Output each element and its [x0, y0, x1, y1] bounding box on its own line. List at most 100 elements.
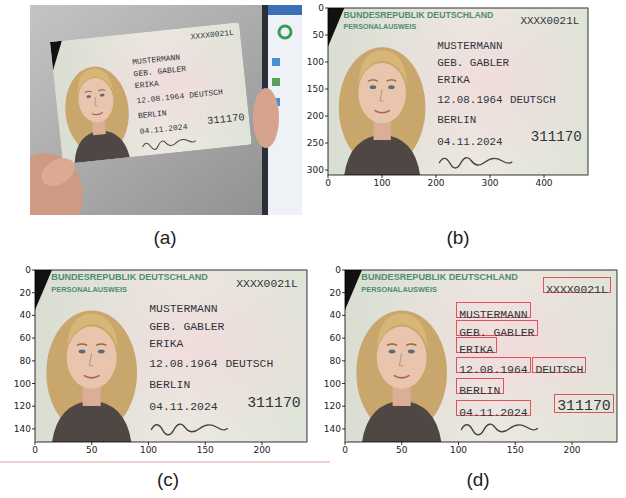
- card-field-text: DEUTSCH: [189, 88, 223, 99]
- tick-label: 100: [450, 446, 467, 455]
- tick-label: 120: [14, 402, 31, 411]
- card-header-text: BUNDESREPUBLIK DEUTSCHLAND: [51, 273, 208, 282]
- card-field-text: MUSTERMANN: [437, 41, 502, 52]
- label-anchor: 04.11.2024: [437, 137, 502, 148]
- tick-label: 100: [307, 58, 324, 67]
- card-field-text: 311170: [207, 112, 245, 126]
- card-field-text: ERIKA: [459, 345, 493, 356]
- card-field-text: XXXX0021L: [236, 279, 298, 290]
- label-anchor: 50: [86, 446, 97, 455]
- label-anchor: 60: [20, 334, 31, 343]
- tick-label: 200: [307, 112, 324, 121]
- label-anchor: 40: [20, 311, 31, 320]
- tick-label: 150: [307, 85, 324, 94]
- card-field-text: BERLIN: [138, 109, 167, 120]
- panel-label: (d): [466, 470, 489, 489]
- label-anchor: 400: [535, 179, 552, 188]
- card-field-text: 04.11.2024: [437, 137, 502, 148]
- tick-label: 200: [563, 446, 580, 455]
- card-header-text: BUNDESREPUBLIK DEUTSCHLAND: [344, 11, 494, 20]
- panel-label: (b): [446, 228, 469, 247]
- tick-label: 20: [20, 288, 31, 297]
- card-field-text: XXXX0021L: [546, 285, 608, 296]
- label-anchor: 120: [324, 402, 341, 411]
- card-field-text: ERIKA: [135, 80, 160, 90]
- label-anchor: XXXX0021L: [520, 16, 579, 27]
- label-anchor: BUNDESREPUBLIK DEUTSCHLAND: [361, 273, 518, 282]
- label-anchor: 300: [307, 166, 324, 175]
- label-anchor: 12.08.1964: [136, 92, 185, 105]
- label-anchor: 12.08.1964: [437, 95, 502, 106]
- label-anchor: 150: [197, 446, 214, 455]
- detected-text-box: BERLIN: [456, 378, 504, 394]
- label-anchor: 250: [307, 139, 324, 148]
- tick-label: 300: [307, 166, 324, 175]
- tick-label: 80: [330, 356, 341, 365]
- card-field-text: BERLIN: [459, 386, 500, 397]
- label-anchor: 120: [14, 402, 31, 411]
- tick-label: 20: [330, 288, 341, 297]
- card-field-text: 12.08.1964: [136, 92, 185, 105]
- label-anchor: 200: [253, 446, 270, 455]
- tick-label: 100: [324, 379, 341, 388]
- label-anchor: 40: [330, 311, 341, 320]
- label-anchor: 100: [450, 446, 467, 455]
- tick-label: 50: [313, 31, 324, 40]
- label-anchor: XXXX0021L: [236, 279, 298, 290]
- label-anchor: 100: [14, 379, 31, 388]
- card-field-text: 311170: [247, 396, 301, 411]
- card-text-layer: BUNDESREPUBLIK DEUTSCHLANDPERSONALAUSWEI…: [345, 270, 617, 442]
- label-anchor: 100: [140, 446, 157, 455]
- label-anchor: 200: [427, 179, 444, 188]
- card-field-text: 04.11.2024: [459, 408, 527, 419]
- label-anchor: 311170: [247, 396, 301, 411]
- label-anchor: BUNDESREPUBLIK DEUTSCHLAND: [51, 273, 208, 282]
- label-anchor: 60: [330, 334, 341, 343]
- label-anchor: GEB. GABLER: [149, 322, 224, 333]
- tick-label: 0: [325, 179, 331, 188]
- detected-text-box: 04.11.2024: [456, 400, 531, 416]
- card-field-text: DEUTSCH: [535, 365, 583, 376]
- card-header-text: PERSONALAUSWEIS: [344, 24, 417, 31]
- card-field-text: GEB. GABLER: [133, 65, 186, 78]
- label-anchor: BERLIN: [138, 109, 167, 120]
- card-header-text: PERSONALAUSWEIS: [51, 286, 127, 293]
- label-anchor: (a): [153, 228, 176, 247]
- tick-label: 200: [253, 446, 270, 455]
- label-anchor: MUSTERMANN: [149, 304, 217, 315]
- detected-text-box: MUSTERMANN: [456, 302, 531, 318]
- tick-label: 40: [20, 311, 31, 320]
- label-anchor: 20: [330, 288, 341, 297]
- tick-label: 100: [140, 446, 157, 455]
- label-anchor: BERLIN: [149, 380, 190, 391]
- label-anchor: 300: [481, 179, 498, 188]
- card-field-text: ERIKA: [149, 339, 183, 350]
- label-anchor: 311170: [531, 130, 582, 144]
- card-field-text: 04.11.2024: [149, 402, 217, 413]
- label-anchor: MUSTERMANN: [437, 41, 502, 52]
- label-anchor: DEUTSCH: [189, 88, 223, 99]
- label-anchor: 311170: [207, 112, 245, 126]
- card-field-text: 12.08.1964: [437, 95, 502, 106]
- label-anchor: 140: [14, 424, 31, 433]
- tick-label: 40: [330, 311, 341, 320]
- label-anchor: 04.11.2024: [139, 123, 188, 136]
- tick-label: 100: [373, 179, 390, 188]
- tick-label: 250: [307, 139, 324, 148]
- label-anchor: 50: [396, 446, 407, 455]
- tick-label: 60: [20, 334, 31, 343]
- card-field-text: GEB. GABLER: [437, 58, 509, 69]
- tick-label: 50: [396, 446, 407, 455]
- tick-label: 0: [342, 446, 348, 455]
- card-text-layer: BUNDESREPUBLIK DEUTSCHLAND PERSONALAUSWEI…: [328, 8, 588, 175]
- label-anchor: PERSONALAUSWEIS: [51, 286, 127, 293]
- card-field-text: 12.08.1964: [149, 359, 217, 370]
- label-anchor: ERIKA: [135, 80, 160, 90]
- label-anchor: 200: [307, 112, 324, 121]
- tick-label: 60: [330, 334, 341, 343]
- label-anchor: 0: [342, 446, 348, 455]
- card-field-text: DEUTSCH: [225, 359, 273, 370]
- card-field-text: 311170: [557, 399, 611, 414]
- label-anchor: XXXX0021L: [190, 29, 234, 41]
